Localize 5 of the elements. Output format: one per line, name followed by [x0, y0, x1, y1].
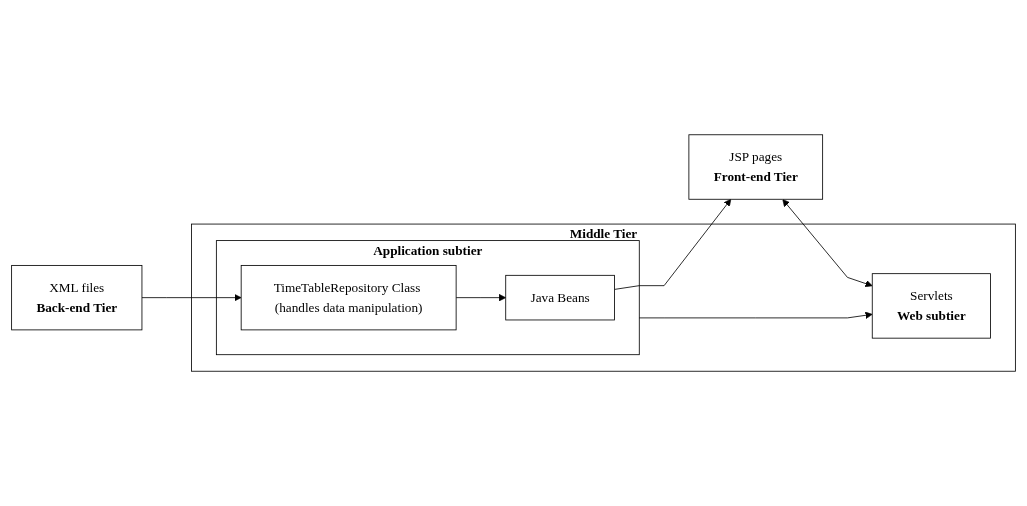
node-box: TimeTableRepository Class (handles data manipulation): [240, 265, 457, 331]
node-box: JSP pages Front-end Tier: [688, 134, 824, 200]
node-box: Servlets Web subtier: [871, 273, 991, 339]
node-box: Java Beans: [505, 274, 615, 321]
node-box: XML files Back-end Tier: [11, 265, 143, 331]
